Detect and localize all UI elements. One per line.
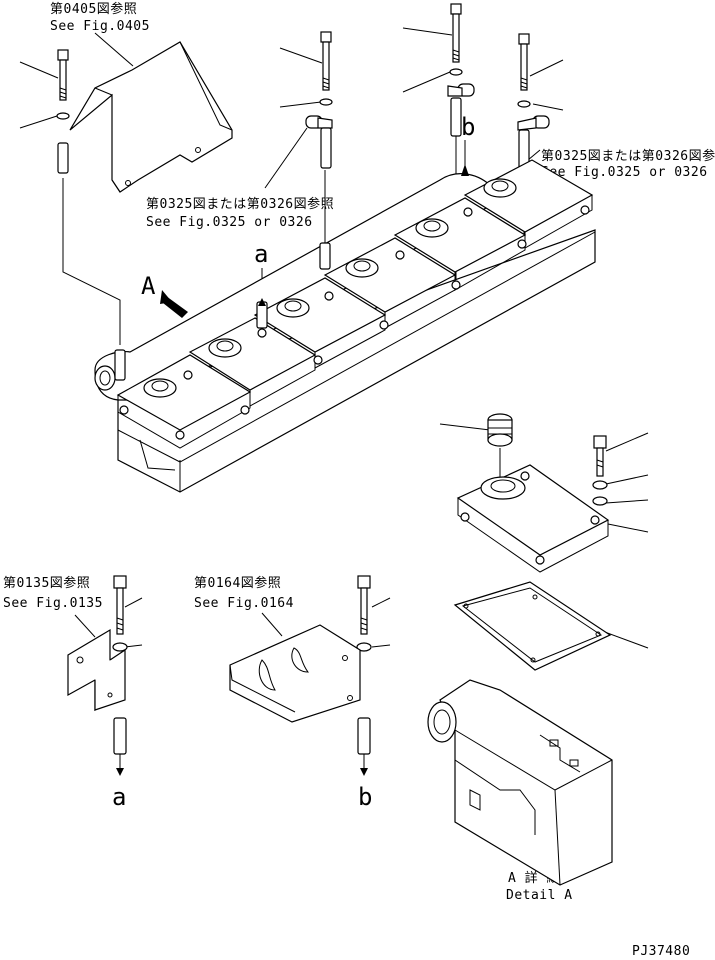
fig0164-label-en: See Fig.0164 — [194, 596, 294, 611]
arrow-icon — [258, 298, 266, 306]
arrow-icon — [360, 768, 368, 776]
washer-icon — [592, 480, 608, 490]
heat-shield-bracket — [69, 41, 233, 193]
washer-icon — [56, 112, 70, 120]
ref-b-top: b — [461, 113, 475, 141]
plate-fig0164 — [229, 575, 372, 776]
gasket — [453, 581, 612, 671]
view-a-arrow-icon — [160, 290, 188, 318]
leader-lines — [19, 27, 649, 649]
bolt-icon — [593, 435, 607, 477]
view-a-marker: A — [141, 272, 156, 300]
fig0135-label-jp: 第0135図参照 — [3, 575, 90, 591]
breather-cap-icon — [487, 413, 513, 447]
bolt-group-top — [56, 3, 550, 174]
detail-a-title-en: Detail A — [506, 888, 573, 903]
cover-3 — [253, 277, 387, 369]
detail-a-housing — [427, 679, 613, 886]
collar-icon — [57, 142, 69, 174]
collar-icon — [450, 97, 462, 137]
collar-icon — [113, 717, 127, 755]
ref-a-top: a — [254, 240, 268, 268]
fig0325-right-label-en: See Fig.0325 or 0326 — [541, 165, 708, 180]
fig0325-right-label-jp: 第0325図または第0326図参照 — [541, 148, 715, 164]
drawing-number: PJ37480 — [632, 944, 690, 959]
bolt-icon — [113, 575, 127, 635]
fig0325-left-label-en: See Fig.0325 or 0326 — [146, 215, 313, 230]
collar-icon — [357, 717, 371, 755]
rocker-cover-assembly — [94, 159, 596, 493]
exploded-cover — [456, 413, 610, 573]
cover-6 — [463, 159, 594, 249]
clamp-icon — [447, 83, 475, 97]
fig0405-label-en: See Fig.0405 — [50, 19, 150, 34]
fig0405-label-jp: 第0405図参照 — [50, 1, 137, 17]
cover-1 — [116, 354, 252, 449]
fig0135-label-en: See Fig.0135 — [3, 596, 103, 611]
bolt-icon — [57, 49, 69, 101]
clamp-icon — [305, 115, 333, 129]
collar-icon — [320, 127, 332, 169]
fig0164-label-jp: 第0164図参照 — [194, 575, 281, 591]
bolt-icon — [320, 31, 332, 91]
fig0325-left-label-jp: 第0325図または第0326図参照 — [146, 196, 334, 212]
bolt-icon — [518, 33, 530, 91]
washer-icon — [112, 642, 128, 652]
ref-b-bottom: b — [358, 783, 372, 811]
washer-icon — [356, 642, 372, 652]
bolt-icon — [357, 575, 371, 635]
ref-a-bottom: a — [112, 783, 126, 811]
arrow-icon — [116, 768, 124, 776]
clamp-icon — [517, 115, 550, 131]
washer-icon — [319, 98, 333, 106]
cover-5 — [393, 197, 527, 291]
washer-icon — [449, 68, 463, 76]
bracket-fig0135 — [67, 575, 128, 776]
washer-icon — [592, 496, 608, 506]
bolt-icon — [450, 3, 462, 63]
washer-icon — [517, 100, 531, 108]
cover-2 — [183, 317, 317, 415]
